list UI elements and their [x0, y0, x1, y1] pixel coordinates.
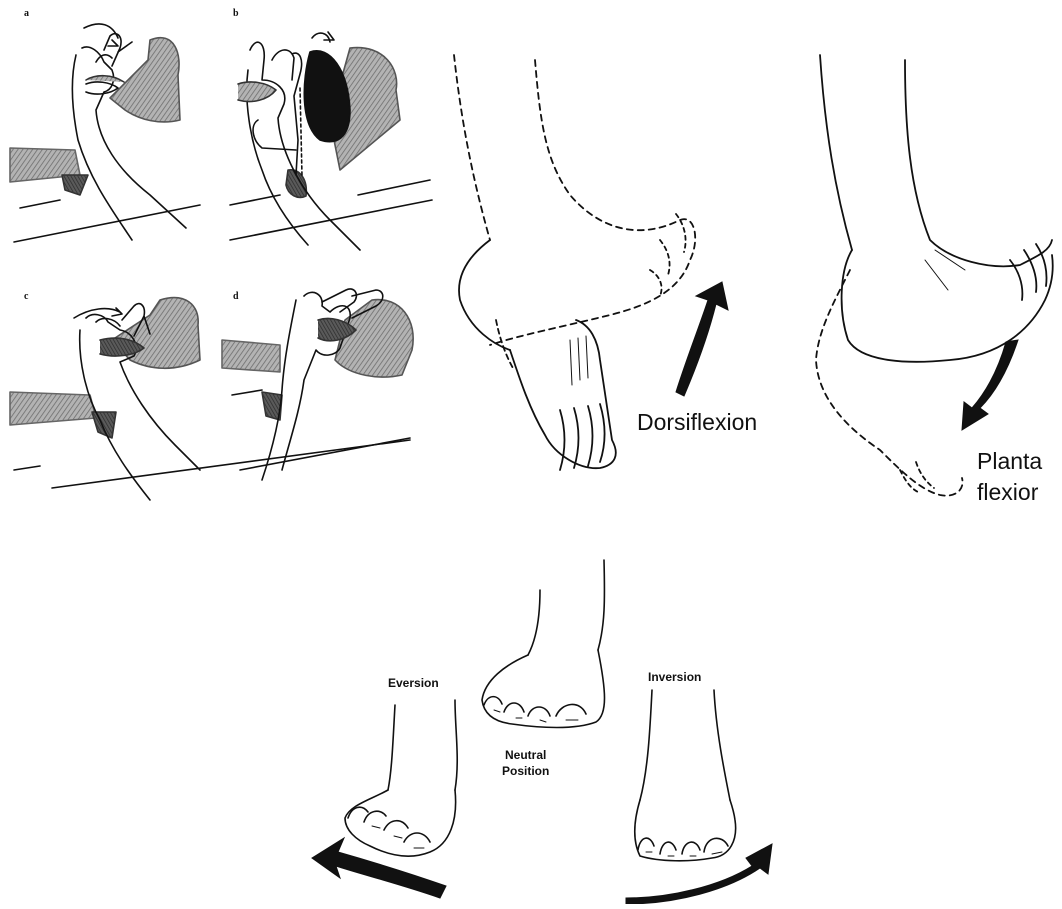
plantarflexion-foot-illustration: [816, 55, 1053, 496]
plantarflexion-label-line1: Planta: [977, 448, 1042, 475]
panel-a-illustration: [10, 24, 200, 242]
eversion-label: Eversion: [388, 676, 439, 690]
inversion-arrow: [626, 844, 772, 904]
plantarflexion-arrow: [962, 340, 1018, 430]
dorsiflexion-arrow: [676, 282, 728, 396]
panel-letter-b: b: [233, 8, 239, 19]
panel-letter-a: a: [24, 8, 29, 19]
dorsiflexion-foot-illustration: [454, 55, 695, 470]
panel-letter-c: c: [24, 291, 28, 302]
neutral-foot-illustration: [482, 560, 605, 728]
panel-d-illustration: [222, 289, 413, 480]
eversion-arrow: [312, 838, 446, 898]
neutral-position-label-line1: Neutral: [505, 748, 546, 762]
panel-b-illustration: [230, 32, 432, 250]
inversion-label: Inversion: [648, 670, 701, 684]
plantarflexion-label-line2: flexior: [977, 479, 1038, 506]
inversion-foot-illustration: [635, 690, 736, 861]
panel-letter-d: d: [233, 291, 239, 302]
neutral-position-label-line2: Position: [502, 764, 549, 778]
dorsiflexion-label: Dorsiflexion: [637, 409, 757, 436]
eversion-foot-illustration: [345, 700, 457, 856]
